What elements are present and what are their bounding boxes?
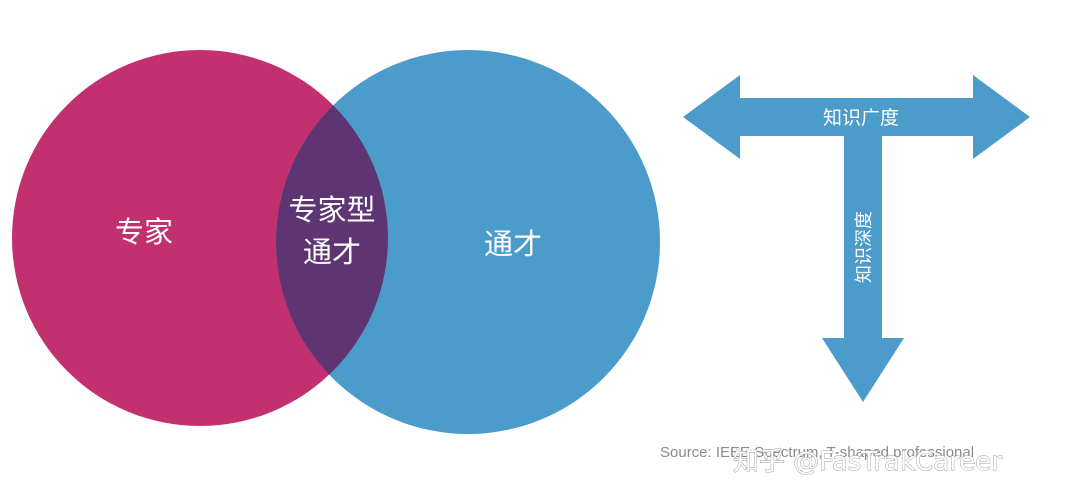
knowledge-breadth-arrow <box>683 75 1030 159</box>
knowledge-depth-arrow <box>822 135 904 402</box>
specialist-circle <box>12 50 388 426</box>
specialist-label: 专家 <box>115 215 173 249</box>
specialist-generalist-label-line1: 专家型 <box>288 193 375 227</box>
knowledge-breadth-label: 知识广度 <box>823 107 899 129</box>
generalist-label: 通才 <box>484 227 542 261</box>
source-caption: Source: IEEE Spectrum, T-shaped professi… <box>660 444 974 461</box>
knowledge-depth-label: 知识深度 <box>854 211 875 283</box>
t-shape-diagram: 知识广度 知识深度 <box>683 75 1030 402</box>
venn-diagram: 专家 专家型 通才 通才 <box>12 50 660 434</box>
generalist-circle <box>276 50 660 434</box>
zhihu-watermark: 知乎 @FasTrakCareer <box>733 447 1002 477</box>
specialist-generalist-label-line2: 通才 <box>303 235 361 269</box>
